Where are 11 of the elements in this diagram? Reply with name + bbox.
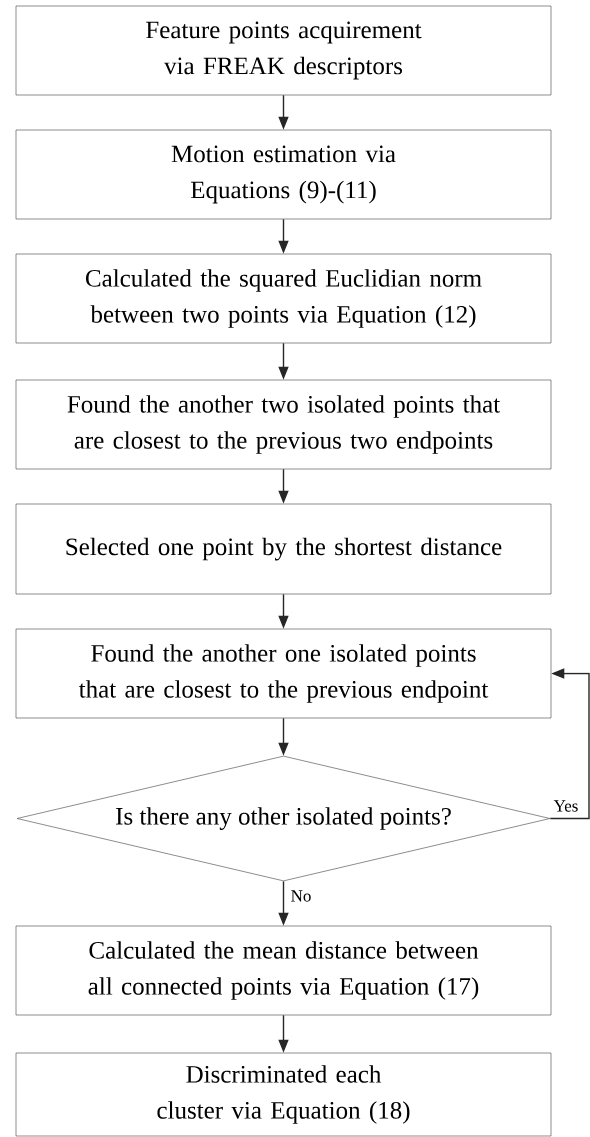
process-box: Discriminated each cluster via Equation (18) — [15, 1052, 552, 1137]
edge-label: No — [289, 889, 313, 903]
process-box: Calculated the squared Euclidian norm between two points via Equation (12) — [15, 253, 552, 344]
process-box: Feature points acquirement via FREAK descriptors — [15, 5, 552, 96]
arrow — [549, 668, 590, 820]
process-box: Selected one point by the shortest distance — [15, 503, 552, 595]
edge-label: Yes — [552, 799, 580, 813]
process-box: Calculated the mean distance between all connected points via Equation (17) — [15, 925, 552, 1016]
process-box: Found the another two isolated points that are closest to the previous two endpoints — [15, 379, 552, 470]
process-box: Found the another one isolated points that are closest to the previous endpoint — [15, 628, 552, 719]
process-box: Motion estimation via Equations (9)-(11) — [15, 129, 552, 220]
